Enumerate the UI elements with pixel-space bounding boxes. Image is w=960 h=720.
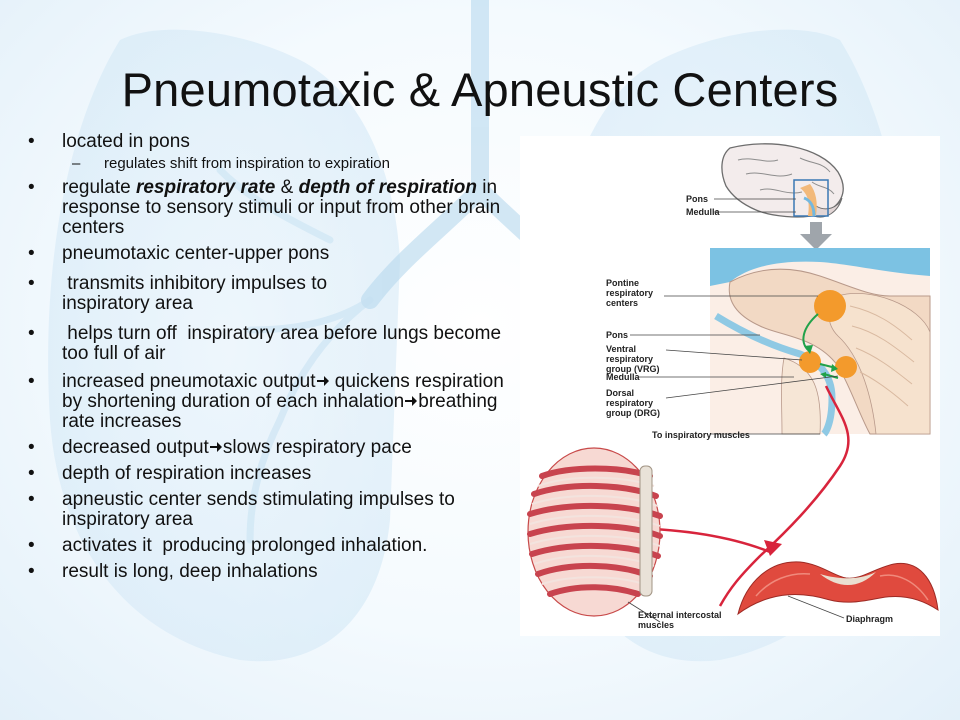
bullet-text: helps turn off inspiratory area before l… xyxy=(62,323,507,364)
bullet-text: regulate respiratory rate & depth of res… xyxy=(62,178,518,238)
bullet-dot: • xyxy=(28,273,35,294)
bullet-text: regulates shift from inspiration to expi… xyxy=(104,155,390,172)
bullet-text-part: & xyxy=(275,177,299,198)
slide-title: Pneumotaxic & Apneustic Centers xyxy=(121,63,839,116)
label-medulla-top: Medulla xyxy=(686,207,720,217)
bullet-item: • activates it producing prolonged inhal… xyxy=(28,536,518,556)
bullet-text-part: quickens respiration by shortening durat… xyxy=(62,371,504,412)
bullet-dot: • xyxy=(28,243,35,264)
bullet-item: • transmits inhibitory impulses to inspi… xyxy=(28,274,518,314)
bullet-text: depth of respiration increases xyxy=(62,463,312,484)
bullet-dot: • xyxy=(28,371,35,392)
dash-marker: – xyxy=(72,155,81,172)
arrow-right-icon xyxy=(405,396,418,406)
label-medulla: Medulla xyxy=(606,372,640,382)
bullet-item: • decreased output slows respiratory pace xyxy=(28,438,518,458)
arrow-right-icon xyxy=(209,442,222,452)
leader-lines xyxy=(630,295,839,435)
bullet-dot: • xyxy=(28,437,35,458)
bullet-item: • pneumotaxic center-upper pons xyxy=(28,244,518,264)
bullet-text-part: decreased output xyxy=(62,437,209,458)
bullet-item: • apneustic center sends stimulating imp… xyxy=(28,490,518,530)
bullet-text: decreased output slows respiratory pace xyxy=(62,438,518,458)
bullet-text: increased pneumotaxic output quickens re… xyxy=(62,372,518,432)
label-pons-top: Pons xyxy=(686,194,708,204)
bullet-dot: • xyxy=(28,177,35,198)
sub-bullet-item: – regulates shift from inspiration to ex… xyxy=(28,156,518,172)
label-to-inspiratory-muscles: To inspiratory muscles xyxy=(652,430,750,440)
diaphragm-image xyxy=(737,561,939,616)
bullet-item: • increased pneumotaxic output quickens … xyxy=(28,372,518,432)
bullet-text-part: in response to sensory stimuli or input … xyxy=(62,177,501,238)
bullet-text: result is long, deep inhalations xyxy=(62,561,318,582)
bullet-dot: • xyxy=(28,463,35,484)
bullet-text-part: breathing rate increases xyxy=(62,391,498,432)
zoom-arrow-icon xyxy=(800,222,832,250)
nerve-path-to-diaphragm xyxy=(718,385,850,607)
brain-thumbnail xyxy=(721,143,844,218)
bullet-dot: • xyxy=(28,489,35,510)
bullet-item: • helps turn off inspiratory area before… xyxy=(28,324,518,364)
bullet-text: apneustic center sends stimulating impul… xyxy=(62,489,455,530)
label-diaphragm: Diaphragm xyxy=(846,614,893,624)
bullet-item: • result is long, deep inhalations xyxy=(28,562,518,582)
respiratory-control-diagram: Pons Medulla xyxy=(527,143,939,630)
bullet-text: located in pons xyxy=(62,131,190,152)
bullet-text-part: slows respiratory pace xyxy=(222,437,412,458)
bullet-dot: • xyxy=(28,323,35,344)
bullet-item: • regulate respiratory rate & depth of r… xyxy=(28,178,518,238)
label-pons: Pons xyxy=(606,330,628,340)
emphasis-respiratory-rate: respiratory rate xyxy=(135,177,276,198)
bullet-item: • located in pons xyxy=(28,132,518,152)
bullet-list: • located in pons – regulates shift from… xyxy=(28,132,518,582)
brainstem-panel xyxy=(710,248,931,437)
bullet-item: • depth of respiration increases xyxy=(28,464,518,484)
bullet-text: activates it producing prolonged inhalat… xyxy=(62,535,428,556)
bullet-text-part: increased pneumotaxic output xyxy=(62,371,316,392)
respiratory-control-figure: Pons Medulla xyxy=(520,136,940,636)
rib-cage-image xyxy=(527,447,663,617)
bullet-dot: • xyxy=(28,535,35,556)
bullet-text: transmits inhibitory impulses to inspira… xyxy=(62,273,333,314)
bullet-dot: • xyxy=(28,561,35,582)
arrow-right-icon xyxy=(316,376,329,386)
bullet-text: pneumotaxic center-upper pons xyxy=(62,243,330,264)
bullet-dot: • xyxy=(28,131,35,152)
bullet-text-part: regulate xyxy=(62,177,136,198)
emphasis-depth-of-respiration: depth of respiration xyxy=(298,177,477,198)
